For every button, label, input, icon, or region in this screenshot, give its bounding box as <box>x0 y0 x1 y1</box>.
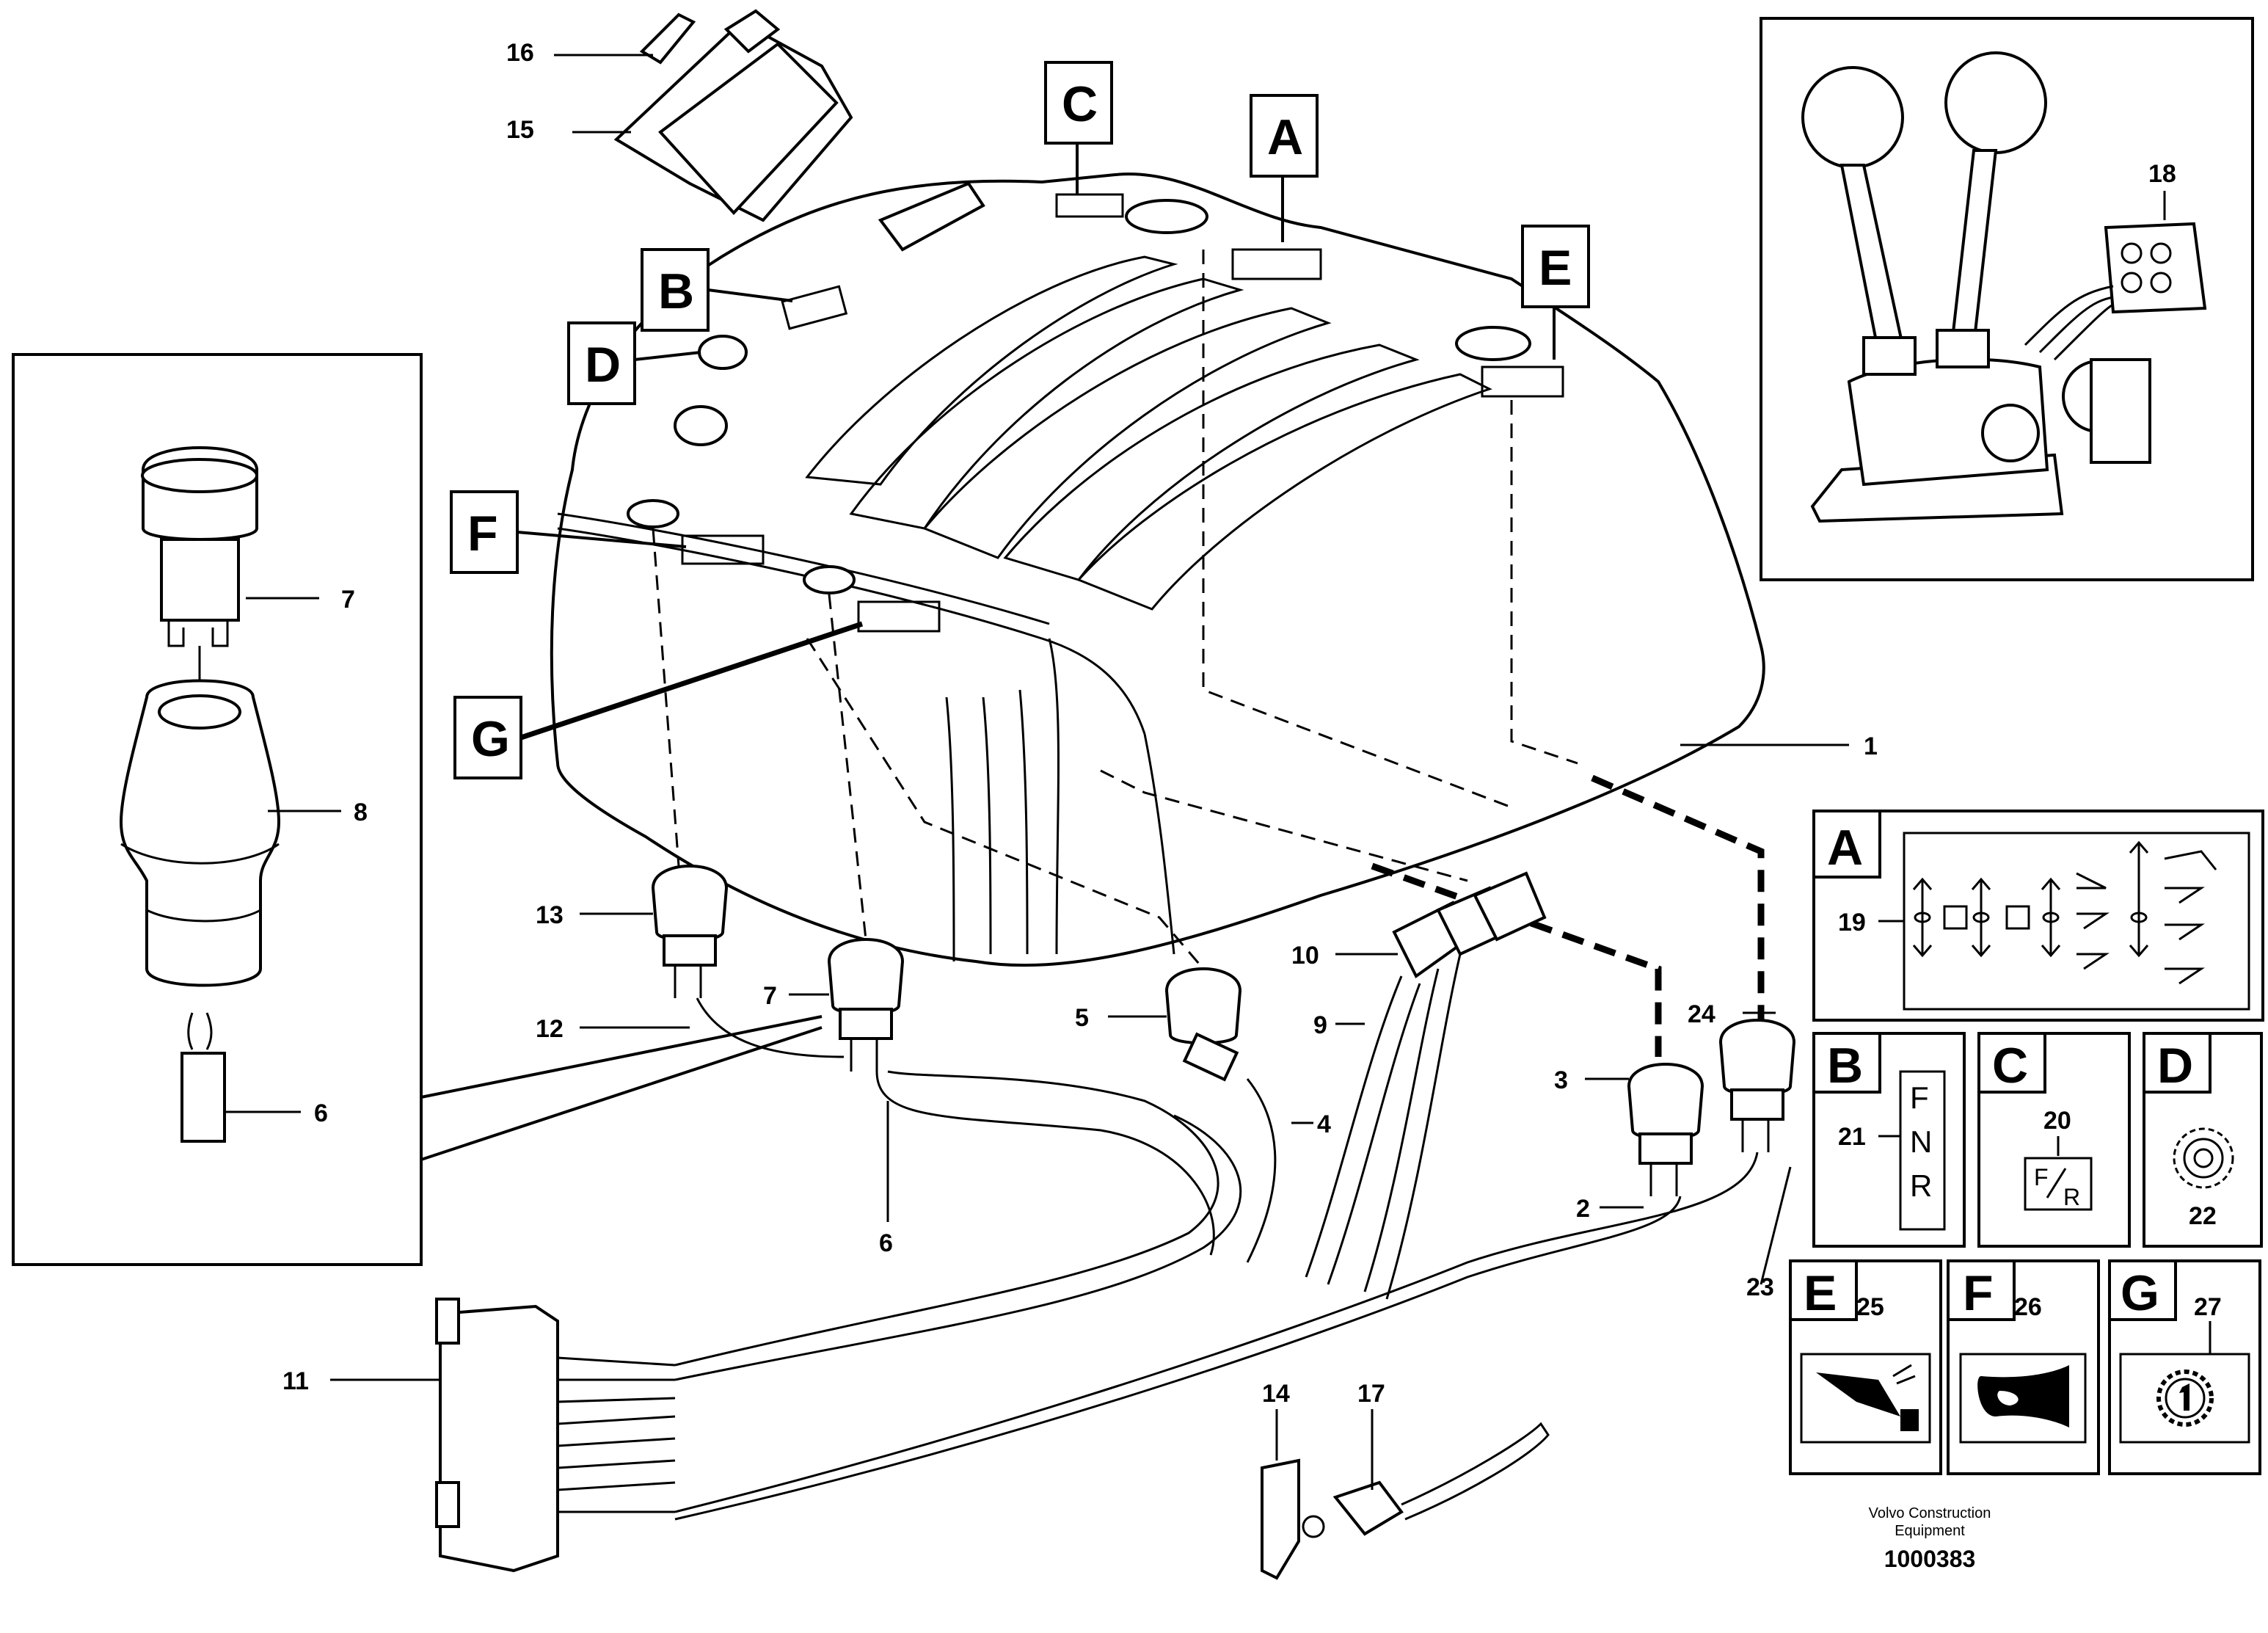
part-label-23: 23 <box>1746 1273 1774 1301</box>
fnr-char-r: R <box>1910 1168 1932 1203</box>
legend-panel-b: B F N R 21 <box>1812 1032 1966 1248</box>
gear-one-icon <box>2156 1370 2214 1427</box>
legend-part-26: 26 <box>2014 1293 2042 1321</box>
footer-drawing-number: 1000383 <box>1884 1546 1976 1572</box>
part-label-6: 6 <box>879 1229 893 1257</box>
legend-panel-e: E 25 <box>1789 1259 1942 1475</box>
part-label-5: 5 <box>1075 1004 1089 1032</box>
legend-panel-g: G 27 <box>2108 1259 2261 1475</box>
legend-part-27: 27 <box>2194 1293 2222 1321</box>
label-7-detail: 7 <box>341 586 355 614</box>
footer: Volvo Construction Equipment 1000383 <box>1869 1505 1991 1572</box>
bucket-float-icon <box>1816 1364 1919 1431</box>
push-switch-5 <box>1164 967 1242 1082</box>
part-label-10: 10 <box>1291 942 1319 970</box>
part-label-18: 18 <box>2148 160 2176 188</box>
push-switch-13 <box>651 865 729 998</box>
part-label-15: 15 <box>506 116 534 144</box>
legend-panel-d: D 22 <box>2143 1032 2263 1248</box>
fnr-char-n: N <box>1910 1124 1932 1159</box>
part-label-13: 13 <box>536 901 564 929</box>
part-label-17: 17 <box>1357 1380 1385 1408</box>
detail-box-control-levers <box>1760 17 2254 581</box>
part-label-24: 24 <box>1688 1000 1715 1028</box>
fr-text-r: R <box>2063 1184 2080 1210</box>
legend-letter-f: F <box>1963 1265 1994 1321</box>
decal-callouts: C A E B D F G <box>450 61 1590 779</box>
legend-letter-b: B <box>1827 1038 1863 1094</box>
harness-connector-11 <box>435 1298 676 1573</box>
legend-part-21: 21 <box>1838 1123 1866 1151</box>
horn-icon <box>1977 1365 2069 1427</box>
part-label-11: 11 <box>282 1367 309 1395</box>
connector-10 <box>1305 871 1547 1300</box>
footer-company-line2: Equipment <box>1895 1523 1965 1539</box>
callout-letter-e: E <box>1539 240 1572 296</box>
part-label-14: 14 <box>1262 1380 1290 1408</box>
callout-letter-a: A <box>1267 109 1303 165</box>
part-label-1: 1 <box>1864 732 1878 760</box>
part-label-2: 2 <box>1576 1195 1590 1223</box>
push-switch-7 <box>827 938 905 1072</box>
callout-letter-d: D <box>585 337 621 393</box>
legend-letter-a: A <box>1827 820 1863 876</box>
callout-letter-c: C <box>1062 76 1098 132</box>
gear-icon <box>2173 1127 2234 1189</box>
footer-company-line1: Volvo Construction <box>1869 1505 1991 1521</box>
fnr-char-f: F <box>1910 1080 1929 1115</box>
legend-letter-d: D <box>2157 1038 2193 1094</box>
part-label-7: 7 <box>763 982 777 1010</box>
part-label-9: 9 <box>1313 1011 1327 1039</box>
callout-letter-b: B <box>658 263 694 319</box>
part-label-16: 16 <box>506 39 534 67</box>
legend-part-22: 22 <box>2189 1202 2217 1230</box>
legend-part-19: 19 <box>1838 909 1866 936</box>
legend-panel-a: A 19 <box>1812 810 2264 1022</box>
legend-letter-e: E <box>1804 1265 1837 1321</box>
label-8: 8 <box>354 799 368 826</box>
part-label-12: 12 <box>536 1015 564 1043</box>
fr-text-f: F <box>2034 1164 2049 1190</box>
legend-letter-c: C <box>1992 1038 2028 1094</box>
legend-panel-f: F 26 <box>1947 1259 2100 1475</box>
label-6-detail: 6 <box>314 1099 328 1127</box>
leader-lines <box>330 54 2166 1490</box>
wiring-harness <box>674 997 1759 1521</box>
legend-panel-c: C 20 F R <box>1977 1032 2131 1248</box>
legend-letter-g: G <box>2121 1265 2159 1321</box>
rocker-switch <box>613 9 853 222</box>
push-switch-3 <box>1627 1063 1704 1196</box>
console-housing <box>550 172 1765 967</box>
part-number-labels: 1 2 3 4 5 6 7 9 10 11 12 13 14 15 16 17 … <box>282 39 2176 1408</box>
callout-letter-g: G <box>471 711 510 767</box>
hydraulic-function-icons <box>1912 840 2217 985</box>
clip-14-tie-17 <box>1261 1422 1550 1580</box>
part-label-3: 3 <box>1554 1066 1568 1094</box>
callout-letter-f: F <box>467 506 498 561</box>
part-label-4: 4 <box>1317 1110 1331 1138</box>
push-switch-24 <box>1718 1019 1796 1152</box>
legend-part-20: 20 <box>2043 1107 2071 1135</box>
detail-box-switch-assembly: 7 8 6 <box>12 353 823 1266</box>
legend-part-25: 25 <box>1856 1293 1884 1321</box>
